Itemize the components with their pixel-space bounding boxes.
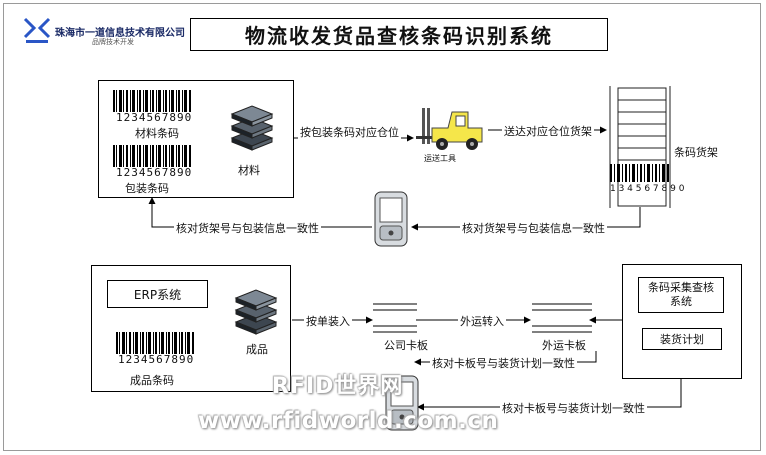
company-name: 珠海市一道信息技术有限公司 xyxy=(55,28,185,39)
shelf-barcode-number: 1 3 4 5 6 7 8 9 0 xyxy=(610,184,685,194)
company-pallet-icon xyxy=(373,303,417,333)
finished-barcode-icon xyxy=(116,332,194,354)
material-barcode-icon xyxy=(113,90,191,112)
barcode-shelf-icon xyxy=(609,86,671,208)
material-barcode-label: 材料条码 xyxy=(135,127,179,140)
material-barcode-number: 1234567890 xyxy=(116,111,193,124)
finished-goods-label: 成品 xyxy=(246,343,268,356)
loading-plan-label: 装货计划 xyxy=(660,333,704,346)
handheld-pda-icon-top[interactable] xyxy=(372,190,410,248)
package-barcode-number: 1234567890 xyxy=(116,166,193,179)
verify-shelf-forward-label: 核对货架号与包装信息一致性 xyxy=(460,220,607,236)
material-stack-icon xyxy=(230,105,274,151)
package-barcode-icon xyxy=(113,145,191,167)
forklift-icon xyxy=(416,108,483,150)
finished-stack-icon xyxy=(234,289,278,335)
package-barcode-label: 包装条码 xyxy=(125,182,169,195)
handheld-pda-icon-bottom[interactable] xyxy=(384,374,420,432)
watermark-line1: RFID世界网 xyxy=(272,374,404,399)
barcode-system-label: 条码采集查核系统 xyxy=(648,281,714,308)
verify-pallet-lower-label: 核对卡板号与装货计划一致性 xyxy=(500,400,647,416)
barcode-system-box: 条码采集查核系统 xyxy=(638,277,724,313)
verify-pallet-upper-label: 核对卡板号与装货计划一致性 xyxy=(430,355,577,371)
arrow-label-deliver-shelf: 送达对应仓位货架 xyxy=(502,123,594,139)
external-pallet-icon xyxy=(532,303,592,333)
external-pallet-label: 外运卡板 xyxy=(542,339,586,352)
company-logo-icon xyxy=(23,17,51,43)
material-label: 材料 xyxy=(238,164,260,177)
page-title: 物流收发货品查核条码识别系统 xyxy=(190,18,608,51)
transport-tool-label: 运送工具 xyxy=(424,154,456,163)
barcode-shelf-label: 条码货架 xyxy=(674,146,718,159)
erp-system-label: ERP系统 xyxy=(133,287,182,302)
arrow-label-pack-to-slot: 按包装条码对应仓位 xyxy=(298,124,401,140)
verify-shelf-return-label: 核对货架号与包装信息一致性 xyxy=(174,220,321,236)
company-subtitle: 品牌技术开发 xyxy=(92,38,134,46)
arrow-label-load-by-order: 按单装入 xyxy=(304,313,352,329)
erp-system-box: ERP系统 xyxy=(107,280,208,308)
company-pallet-label: 公司卡板 xyxy=(384,339,428,352)
finished-barcode-label: 成品条码 xyxy=(130,374,174,387)
finished-barcode-number: 1234567890 xyxy=(118,353,195,366)
diagram-frame xyxy=(3,3,761,451)
arrow-label-external-transfer: 外运转入 xyxy=(458,313,506,329)
loading-plan-box: 装货计划 xyxy=(642,328,722,350)
watermark-line2: www.rfidworld.com.cn xyxy=(198,408,499,434)
